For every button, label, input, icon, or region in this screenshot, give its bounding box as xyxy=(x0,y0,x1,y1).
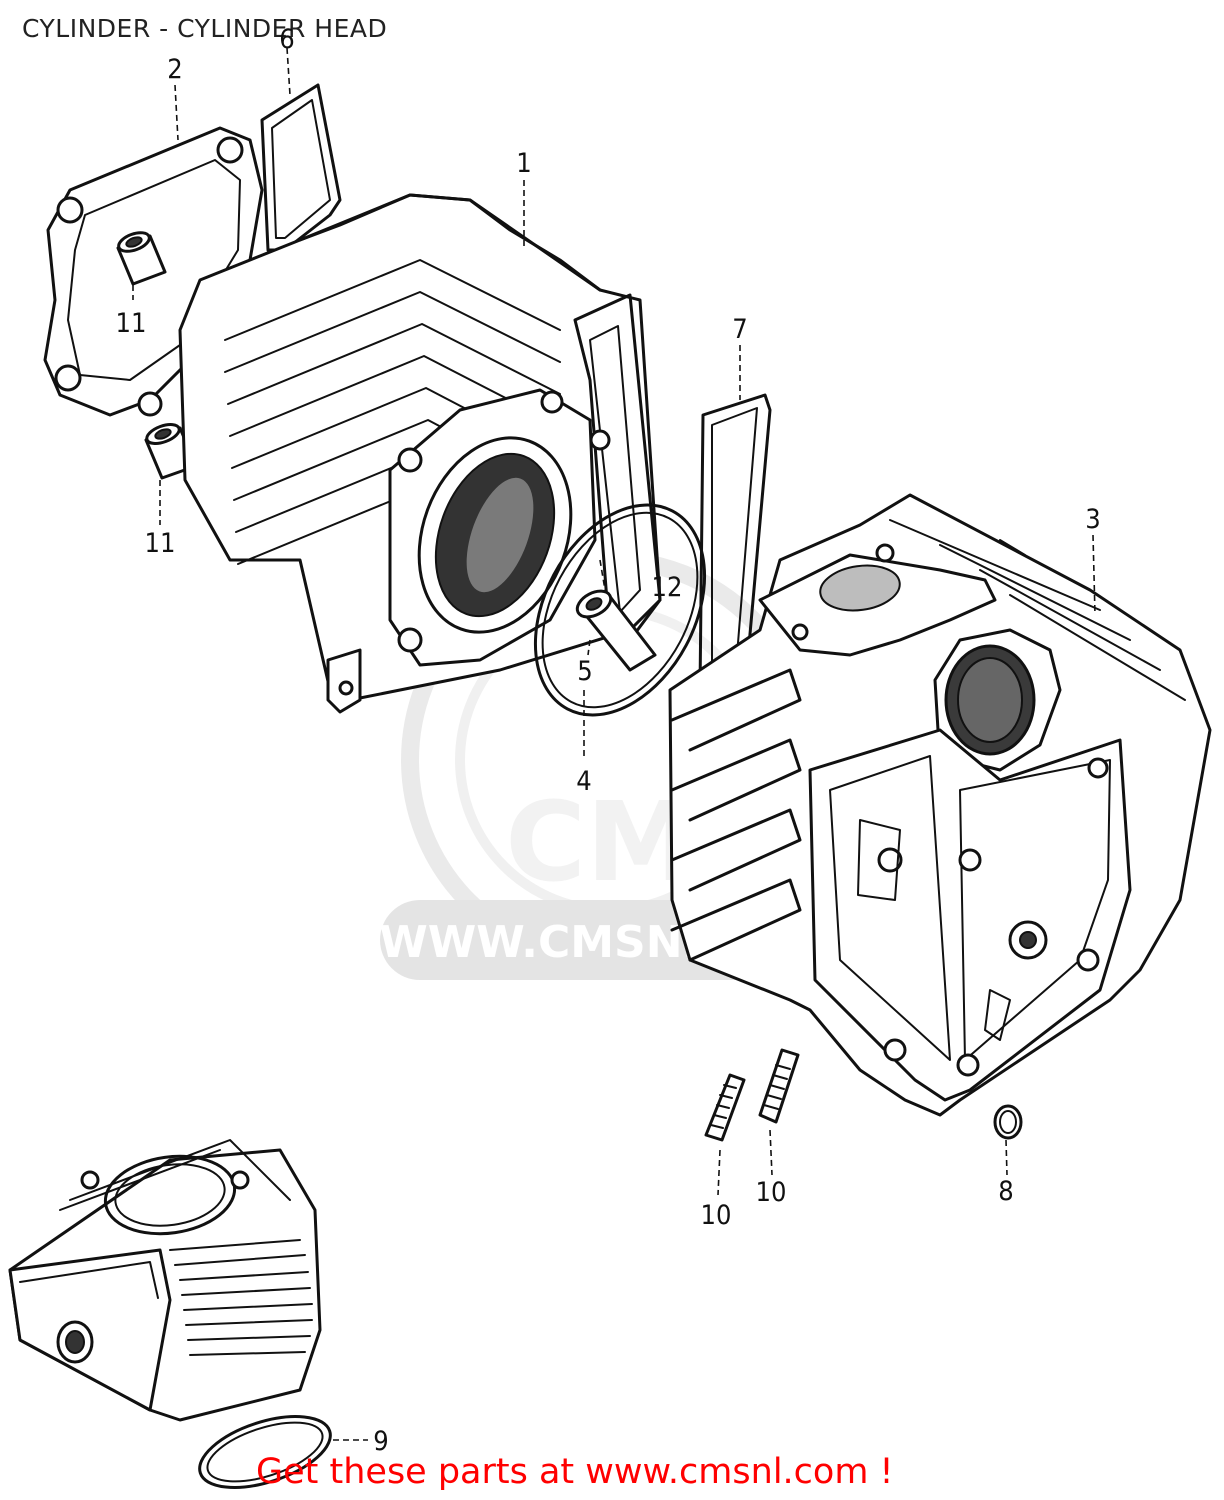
part-6-side-gasket xyxy=(260,83,342,252)
callout-2: 2 xyxy=(167,54,182,85)
part-9-o-ring xyxy=(198,1415,332,1489)
part-5-dowel-pin xyxy=(575,589,657,672)
callout-1: 1 xyxy=(516,148,531,179)
callout-11-upper: 11 xyxy=(116,308,147,339)
part-1-cylinder xyxy=(178,193,662,714)
cta-link-text[interactable]: Get these parts at www.cmsnl.com ! xyxy=(256,1452,894,1492)
part-4-gasket-ring xyxy=(533,503,707,717)
part-10-stud-b xyxy=(758,1048,800,1124)
part-8-o-ring xyxy=(993,1104,1023,1140)
callout-7: 7 xyxy=(732,314,747,345)
callout-10-left: 10 xyxy=(701,1200,732,1231)
part-11-dowel-pin-upper xyxy=(116,231,167,286)
callout-11-lower: 11 xyxy=(145,528,176,559)
inset-alternative-cylinder xyxy=(8,1139,322,1422)
callout-5: 5 xyxy=(577,656,592,687)
diagram-title: CYLINDER - CYLINDER HEAD xyxy=(22,14,388,43)
callout-4: 4 xyxy=(576,766,591,797)
part-10-stud-a xyxy=(704,1073,746,1142)
callout-6: 6 xyxy=(279,24,294,55)
callout-3: 3 xyxy=(1085,504,1100,535)
callout-10-right: 10 xyxy=(756,1177,787,1208)
callout-labels: 2 6 1 7 3 11 11 12 5 4 10 10 8 9 xyxy=(116,24,1101,1457)
callout-9: 9 xyxy=(373,1426,388,1457)
leader-lines xyxy=(132,47,1096,1441)
part-3-cylinder-head xyxy=(668,493,1212,1117)
callout-8: 8 xyxy=(998,1176,1013,1207)
callout-12: 12 xyxy=(652,572,683,603)
